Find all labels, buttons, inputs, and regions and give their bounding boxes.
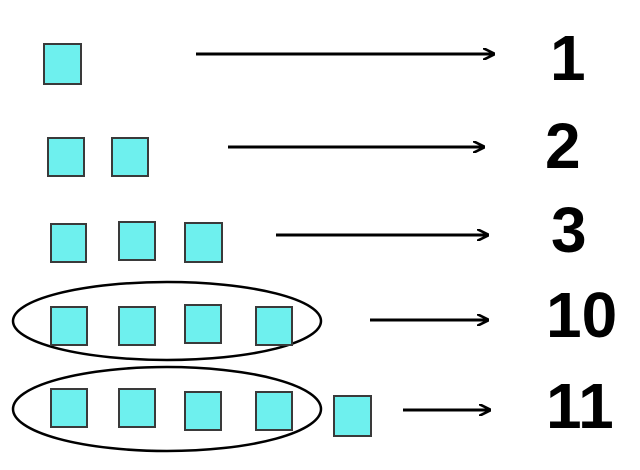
square xyxy=(118,221,156,261)
row-3: 3 xyxy=(50,194,587,266)
square xyxy=(184,391,222,431)
square xyxy=(118,388,156,428)
row-1: 1 xyxy=(43,22,586,94)
row-4: 10 xyxy=(11,279,617,362)
square xyxy=(333,395,372,437)
square xyxy=(43,43,82,85)
square xyxy=(50,388,88,428)
row-5-label: 11 xyxy=(546,370,614,442)
row-2-label: 2 xyxy=(545,110,581,182)
square xyxy=(50,223,87,263)
row-1-label: 1 xyxy=(550,22,586,94)
square xyxy=(50,306,88,346)
square xyxy=(118,306,156,346)
group-ellipse xyxy=(11,365,323,453)
row-5: 11 xyxy=(11,365,614,453)
row-2: 2 xyxy=(47,110,581,182)
square xyxy=(184,304,222,344)
square xyxy=(111,137,149,177)
group-ellipse xyxy=(11,280,323,362)
row-4-label: 10 xyxy=(546,279,617,351)
square xyxy=(47,137,85,177)
square xyxy=(184,222,223,263)
square xyxy=(255,391,293,431)
square xyxy=(255,306,293,346)
row-3-label: 3 xyxy=(551,194,587,266)
